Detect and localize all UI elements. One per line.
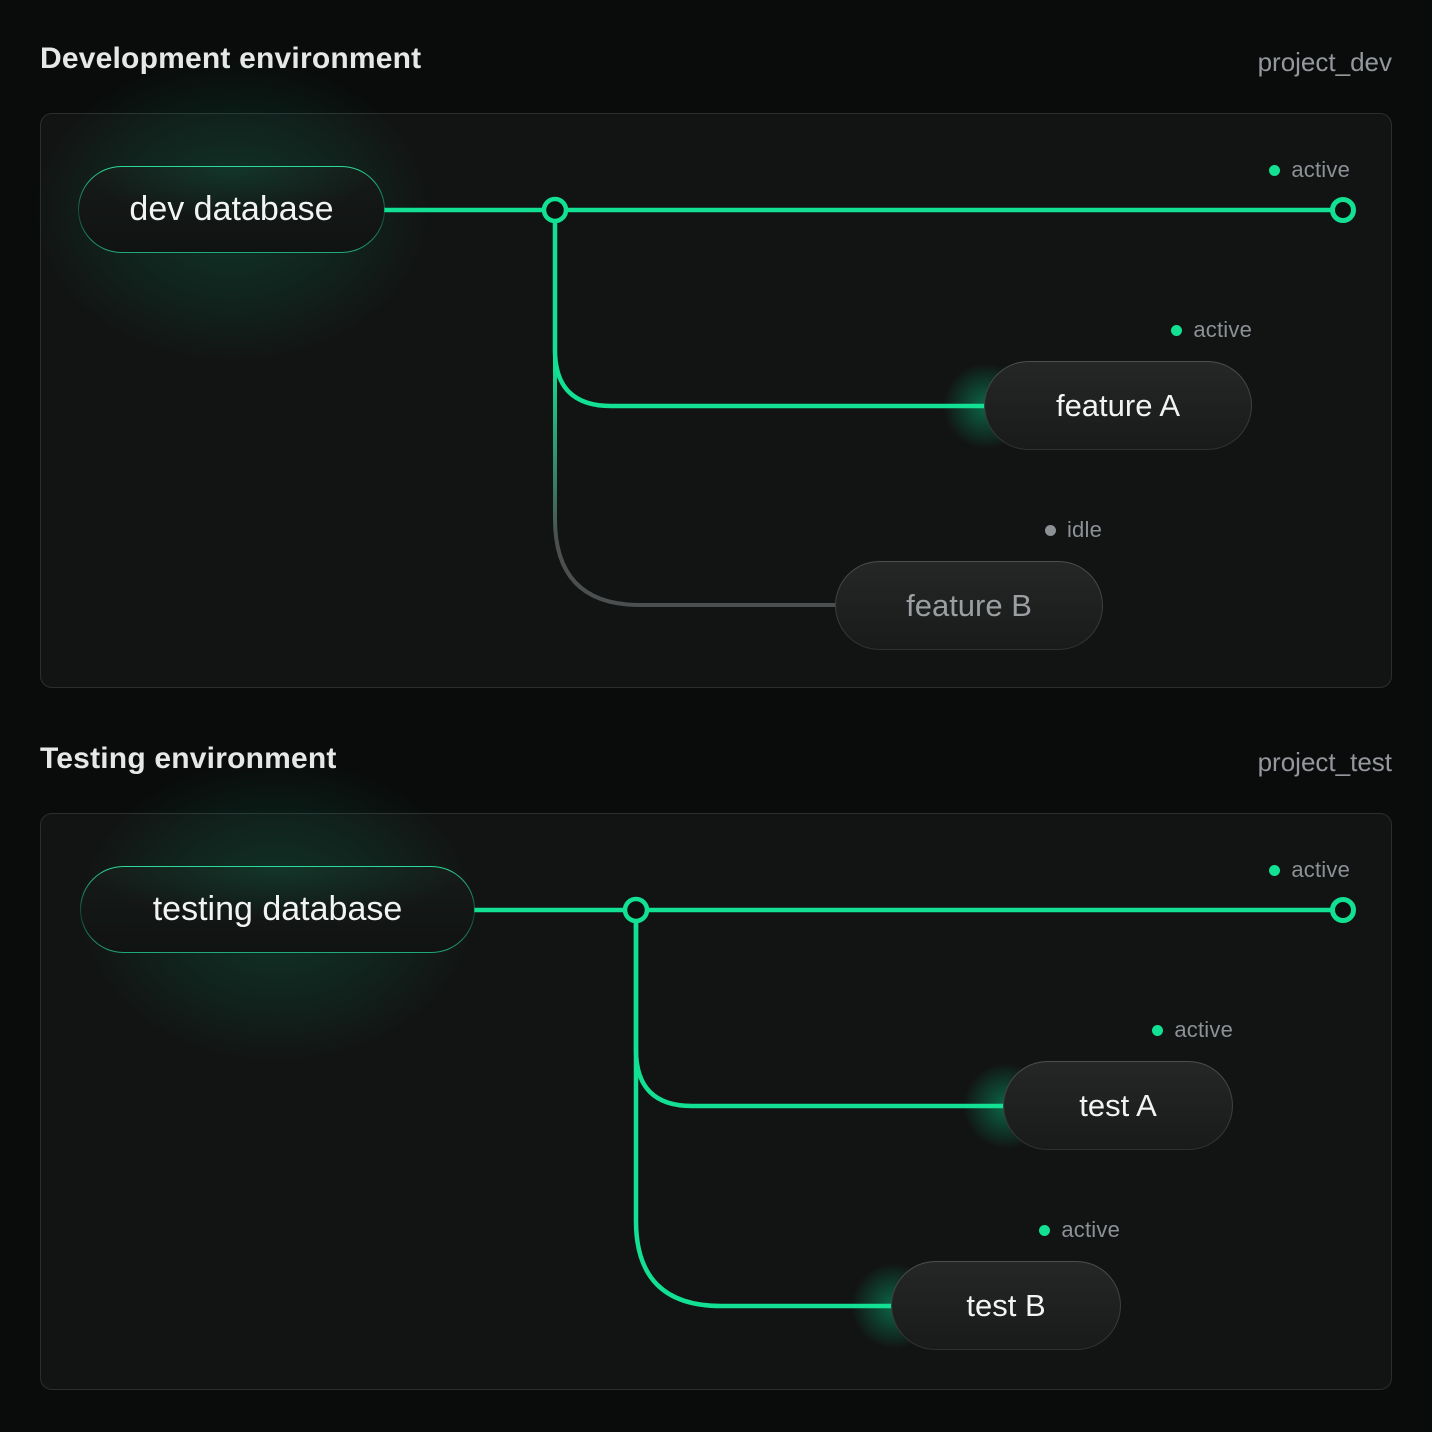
feature-a-node[interactable]: feature A: [984, 361, 1252, 450]
status-dot-icon: [1171, 324, 1183, 336]
status-label: active: [1291, 157, 1350, 182]
dev-environment-title: Development environment: [40, 42, 422, 75]
status-label: active: [1061, 1217, 1120, 1242]
test-a-node[interactable]: test A: [1003, 1061, 1233, 1150]
status-badge: active: [1269, 857, 1350, 883]
status-label: active: [1193, 317, 1252, 342]
status-dot-icon: [1039, 1224, 1051, 1236]
status-badge: active: [1152, 1017, 1233, 1043]
dev-database-node[interactable]: dev database: [78, 166, 385, 253]
project-dev-label: project_dev: [1257, 47, 1392, 77]
status-badge: active: [1039, 1217, 1120, 1243]
testing-database-node[interactable]: testing database: [80, 866, 475, 953]
status-dot-icon: [1269, 864, 1281, 876]
status-badge: active: [1171, 317, 1252, 343]
test-environment-title: Testing environment: [40, 742, 337, 775]
status-dot-icon: [1152, 1024, 1164, 1036]
status-label: active: [1291, 857, 1350, 882]
status-badge: idle: [1044, 517, 1102, 543]
status-badge: active: [1269, 157, 1350, 183]
feature-b-node[interactable]: feature B: [835, 561, 1103, 650]
status-dot-icon: [1044, 524, 1056, 536]
status-label: active: [1174, 1017, 1233, 1042]
project-test-label: project_test: [1257, 747, 1392, 777]
status-dot-icon: [1269, 164, 1281, 176]
status-label: idle: [1066, 517, 1102, 542]
test-b-node[interactable]: test B: [891, 1261, 1121, 1350]
